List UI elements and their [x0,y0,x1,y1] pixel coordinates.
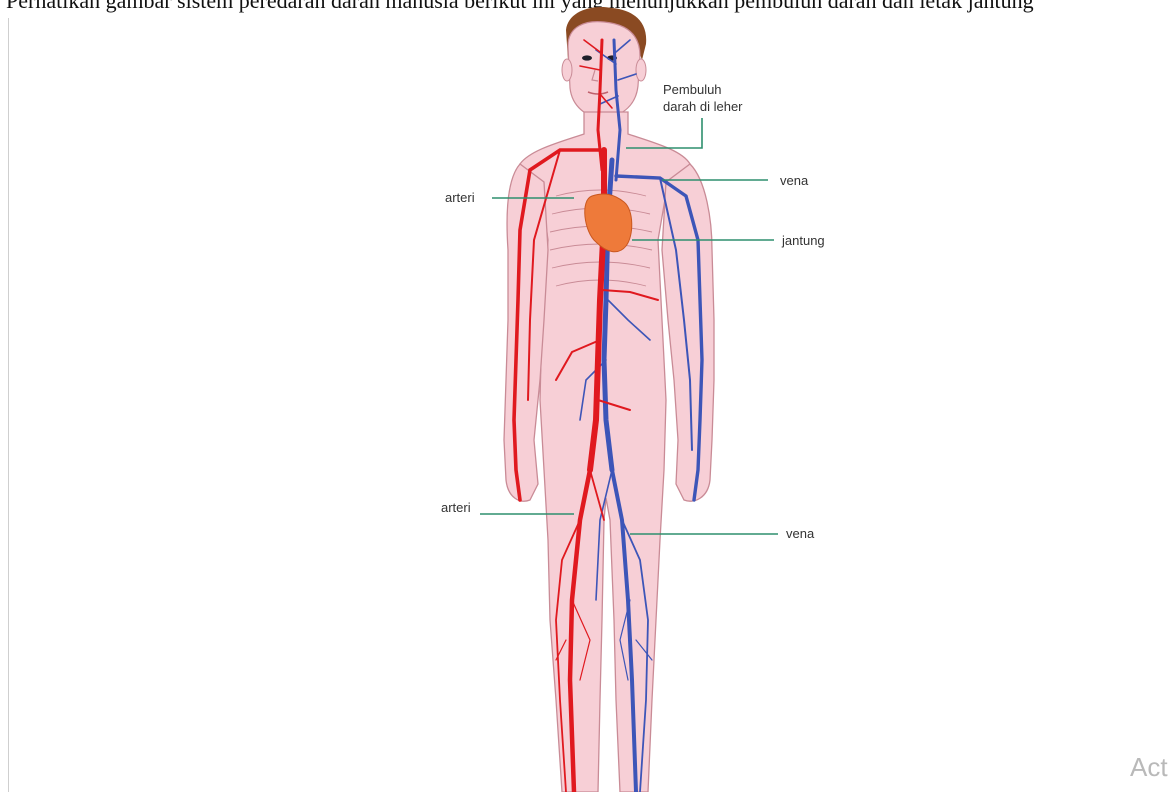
label-vena-upper-text: vena [780,173,809,188]
right-arm [662,164,714,501]
label-neck-vessels-line1: Pembuluh [663,82,722,97]
label-neck-vessels-line2: darah di leher [663,99,743,114]
human-body-silhouette [504,7,714,792]
label-jantung-text: jantung [781,233,825,248]
eye-left [582,55,592,60]
label-arteri-lower-text: arteri [441,500,471,515]
label-neck-vessels: Pembuluh darah di leher [626,82,743,148]
label-vena-lower-text: vena [786,526,815,541]
label-arteri-upper-text: arteri [445,190,475,205]
activation-watermark: Act [1130,752,1168,783]
head [568,22,640,118]
label-jantung: jantung [632,233,825,248]
